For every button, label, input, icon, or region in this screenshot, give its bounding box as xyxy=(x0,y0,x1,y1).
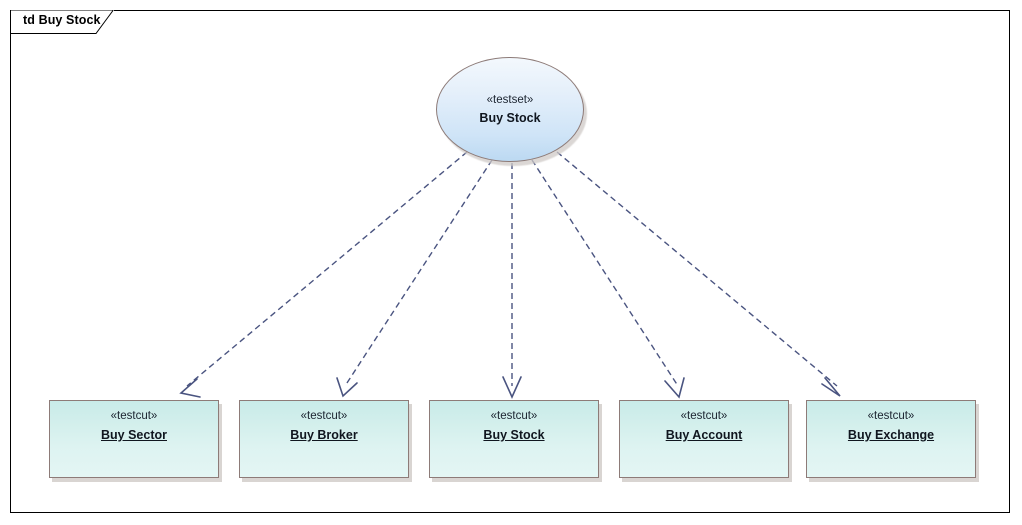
node-name: Buy Broker xyxy=(290,427,358,442)
node-body xyxy=(429,400,599,478)
node-label-group: «testcut» Buy Broker xyxy=(239,409,409,443)
diagram-frame xyxy=(10,10,1010,513)
node-testset-buy-stock[interactable]: «testset» Buy Stock xyxy=(436,57,587,166)
node-label-group: «testcut» Buy Stock xyxy=(429,409,599,443)
node-stereotype: «testcut» xyxy=(680,410,728,422)
node-stereotype: «testcut» xyxy=(490,410,538,422)
node-testcut-buy-broker[interactable]: «testcut» Buy Broker xyxy=(239,400,412,482)
node-name: Buy Exchange xyxy=(847,427,935,442)
frame-tab-label: td Buy Stock xyxy=(23,13,101,27)
node-body: «testset» Buy Stock xyxy=(436,57,584,162)
frame-name-tab[interactable]: td Buy Stock xyxy=(10,10,114,34)
node-stereotype: «testcut» xyxy=(110,410,158,422)
node-stereotype: «testcut» xyxy=(867,410,915,422)
frame-tab-shape xyxy=(10,10,114,34)
node-name: Buy Account xyxy=(665,427,743,442)
node-label-group: «testcut» Buy Sector xyxy=(49,409,219,443)
node-name: Buy Stock xyxy=(479,110,541,125)
node-testcut-buy-sector[interactable]: «testcut» Buy Sector xyxy=(49,400,222,482)
node-name: Buy Sector xyxy=(101,427,167,442)
node-name: Buy Stock xyxy=(483,427,545,442)
node-body xyxy=(239,400,409,478)
node-testcut-buy-exchange[interactable]: «testcut» Buy Exchange xyxy=(806,400,979,482)
node-body xyxy=(806,400,976,478)
node-testcut-buy-account[interactable]: «testcut» Buy Account xyxy=(619,400,792,482)
node-label-group: «testcut» Buy Account xyxy=(619,409,789,443)
node-stereotype: «testcut» xyxy=(300,410,348,422)
node-stereotype: «testset» xyxy=(486,93,534,106)
node-body xyxy=(49,400,219,478)
node-label-group: «testcut» Buy Exchange xyxy=(806,409,976,443)
node-testcut-buy-stock[interactable]: «testcut» Buy Stock xyxy=(429,400,602,482)
node-body xyxy=(619,400,789,478)
